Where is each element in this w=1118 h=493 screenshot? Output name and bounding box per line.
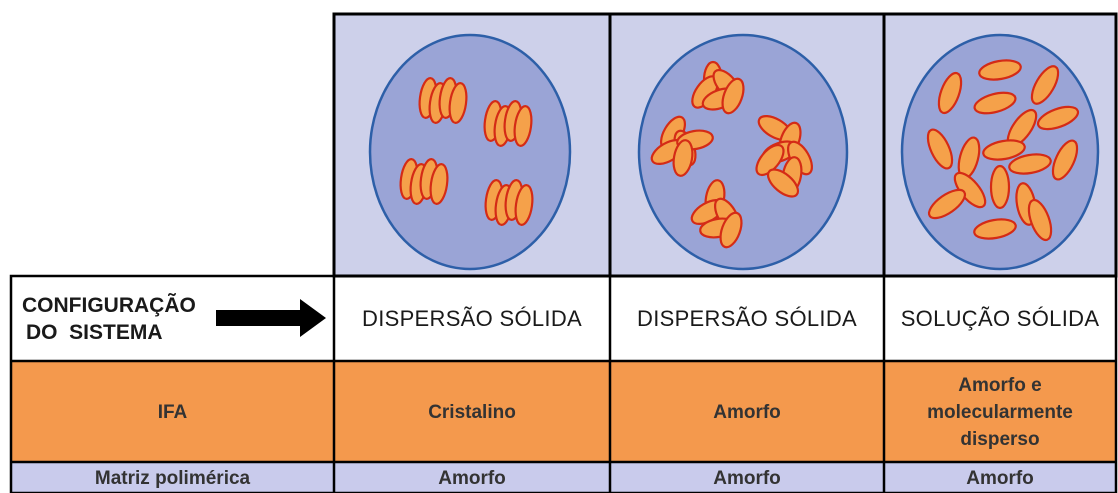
dispersed-particle	[1036, 105, 1080, 131]
matrix-value-1: Amorfo	[438, 467, 506, 489]
dispersed-particle	[989, 164, 1011, 210]
table-grid	[9, 274, 1118, 493]
config-label-line2: DO SISTEMA	[26, 321, 163, 344]
dispersed-particle	[1027, 198, 1053, 242]
right-arrow-icon	[216, 299, 326, 337]
dispersed-particle	[1030, 65, 1060, 105]
crystal-particle	[448, 82, 468, 124]
dispersed-particle	[1008, 153, 1052, 175]
amorphous-particle	[719, 211, 743, 249]
amorphous-particle	[672, 139, 694, 177]
amorphous-particle	[721, 77, 745, 115]
matrix-circle-1	[368, 33, 572, 271]
dispersed-particle	[973, 91, 1017, 115]
column-header-1: DISPERSÃO SÓLIDA	[362, 306, 582, 331]
column-header-2: DISPERSÃO SÓLIDA	[637, 306, 857, 331]
dispersed-particle	[926, 128, 954, 170]
matrix-circle-2	[637, 33, 849, 271]
dispersed-particle	[978, 59, 1022, 81]
amorphous-particle	[755, 143, 785, 177]
config-label-line1: CONFIGURAÇÃO	[22, 294, 196, 317]
dispersed-particles	[926, 59, 1080, 242]
matrix-value-3: Amorfo	[966, 467, 1034, 489]
config-label: CONFIGURAÇÃO DO SISTEMA	[14, 278, 224, 360]
crystal-particle	[513, 105, 533, 147]
dispersed-particle	[973, 218, 1017, 240]
ifa-value-3: Amorfo e molecularmente disperso	[927, 374, 1073, 450]
matrix-row-background	[11, 462, 1116, 493]
matrix-row-label: Matriz polimérica	[94, 467, 251, 489]
crystalline-particle-clusters	[399, 77, 534, 226]
dispersed-particle	[1051, 139, 1079, 181]
amorphous-particle-clusters	[650, 60, 814, 249]
crystal-particle	[514, 184, 534, 226]
ifa-value-1: Cristalino	[428, 401, 516, 423]
crystal-particle	[429, 163, 449, 205]
ifa-value-2: Amorfo	[713, 401, 781, 423]
column-header-3: SOLUÇÃO SÓLIDA	[900, 306, 1100, 331]
matrix-value-2: Amorfo	[713, 467, 781, 489]
dispersed-particle	[982, 139, 1026, 161]
ifa-row-label: IFA	[157, 401, 188, 423]
ifa-row-background	[11, 361, 1116, 462]
dispersed-particle	[937, 71, 963, 115]
dispersed-particle	[927, 188, 967, 220]
amorphous-particle	[766, 168, 800, 198]
